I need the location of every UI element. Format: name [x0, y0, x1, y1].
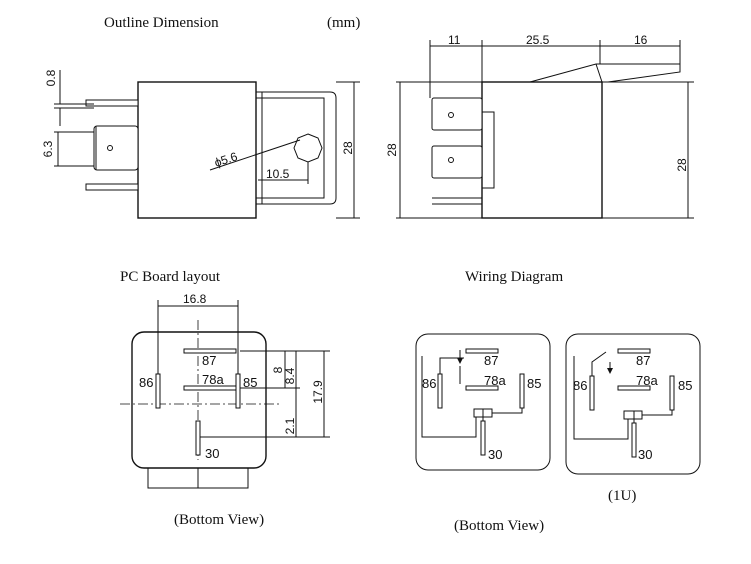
wiring-right-label-85: 85	[678, 378, 692, 393]
pcb-pin-85	[235, 373, 241, 409]
dim-pcb-width: 16.8	[183, 292, 207, 306]
dim-top-11: 11	[448, 33, 461, 47]
wiring-right-pin-86	[589, 375, 595, 411]
wiring-left-pin-85	[519, 373, 525, 409]
pcb-layout: 16.8 87 78a 86 85 30 8 8.4 17.9 2.1	[120, 292, 330, 489]
wiring-right-pin-87	[617, 348, 651, 354]
pcb-layout-caption: PC Board layout	[120, 269, 221, 285]
wiring-right-label-87: 87	[636, 353, 650, 368]
wiring-right-outline	[565, 333, 701, 475]
bottom-view-caption-pcb: (Bottom View)	[174, 512, 264, 528]
terminal-blade-wide	[93, 125, 139, 171]
relay-body-side	[481, 81, 603, 219]
dim-pcb-17-9: 17.9	[311, 380, 325, 404]
terminal-blade-top	[85, 99, 139, 107]
wiring-diagram-right: 87 78a 86 85 30	[565, 333, 701, 475]
relay-body-front	[137, 81, 257, 219]
dim-hole-diameter: ϕ5.6	[213, 149, 240, 170]
dim-hole-offset: 10.5	[266, 167, 290, 181]
outline-side-view: 11 25.5 16 28 28	[385, 33, 694, 219]
dim-pcb-2-1: 2.1	[283, 417, 297, 434]
dim-height-front: 28	[341, 141, 355, 155]
dim-blade-thickness: 0.8	[44, 69, 58, 86]
pcb-label-30: 30	[205, 446, 219, 461]
wiring-left-outline	[415, 333, 551, 471]
wiring-right-label-86: 86	[573, 378, 587, 393]
wiring-right-label-30: 30	[638, 447, 652, 462]
side-terminal-upper	[431, 97, 483, 131]
outline-front-view: 0.8 6.3 ϕ5.6 10.5 28	[41, 69, 360, 219]
wiring-left-pin-87	[465, 348, 499, 354]
dim-top-25-5: 25.5	[526, 33, 550, 47]
wiring-diagram-caption: Wiring Diagram	[465, 269, 563, 285]
wiring-right-pin-85	[669, 375, 675, 411]
dim-blade-width: 6.3	[41, 140, 55, 157]
side-bracket	[529, 63, 681, 83]
pcb-pin-86	[155, 373, 161, 409]
wiring-left-label-30: 30	[488, 447, 502, 462]
wiring-left-pin-86	[437, 373, 443, 409]
unit-caption: (mm)	[327, 15, 360, 31]
pcb-label-85: 85	[243, 375, 257, 390]
pcb-label-78a: 78a	[202, 372, 224, 387]
dim-pcb-8-4: 8.4	[283, 367, 297, 384]
side-terminal-lower	[431, 145, 483, 179]
dim-height-side-right: 28	[675, 158, 689, 172]
wiring-left-label-86: 86	[422, 376, 436, 391]
wiring-right-label-78a: 78a	[636, 373, 658, 388]
bottom-view-caption-wiring: (Bottom View)	[454, 518, 544, 534]
wiring-left-label-87: 87	[484, 353, 498, 368]
wiring-right-pin-78a	[617, 385, 651, 391]
dim-pcb-8: 8	[271, 366, 285, 373]
terminal-blade-bottom	[85, 183, 139, 191]
wiring-right-coil	[623, 410, 643, 420]
pcb-label-86: 86	[139, 375, 153, 390]
pcb-pin-30	[195, 420, 201, 456]
wiring-left-pin-78a	[465, 385, 499, 391]
outline-dimension-caption: Outline Dimension	[104, 15, 219, 31]
variant-caption: (1U)	[608, 488, 636, 504]
wiring-right-pin-30	[631, 422, 637, 458]
dim-height-side-left: 28	[385, 143, 399, 157]
wiring-left-label-78a: 78a	[484, 373, 506, 388]
dim-top-16: 16	[634, 33, 648, 47]
wiring-left-label-85: 85	[527, 376, 541, 391]
pcb-label-87: 87	[202, 353, 216, 368]
mounting-hole	[293, 133, 323, 163]
pcb-pin-87	[183, 348, 237, 354]
wiring-diagram-left: 87 78a 86 85 30	[415, 333, 551, 471]
wiring-left-pin-30	[480, 420, 486, 456]
terminal-hole	[107, 145, 113, 151]
